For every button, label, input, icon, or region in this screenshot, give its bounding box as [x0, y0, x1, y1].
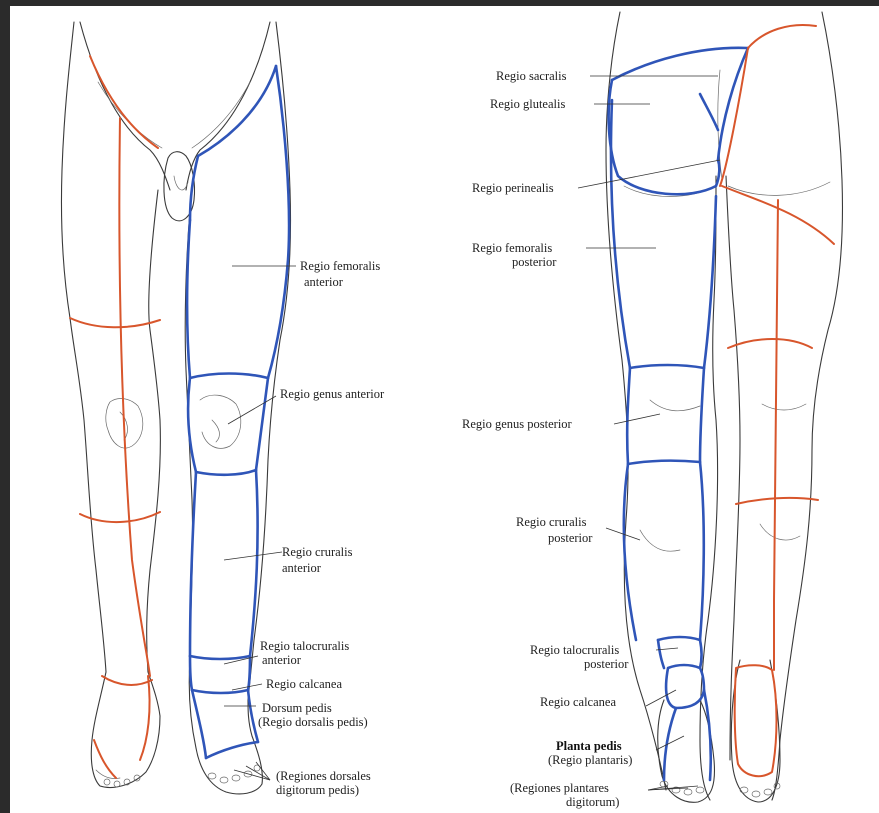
posterior-figure: Regio sacralis Regio glutealis Regio per…	[462, 12, 842, 809]
label-dorsum-pedis-1: Dorsum pedis	[262, 701, 332, 715]
label-talocruralis-posterior-1: Regio talocruralis	[530, 643, 619, 657]
label-digitorum-dorsales-1: (Regiones dorsales	[276, 769, 371, 783]
label-digitorum-plantares-2: digitorum)	[566, 795, 619, 809]
label-glutealis: Regio glutealis	[490, 97, 565, 111]
label-talocruralis-anterior-1: Regio talocruralis	[260, 639, 349, 653]
label-femoralis-posterior-2: posterior	[512, 255, 557, 269]
label-genus-posterior: Regio genus posterior	[462, 417, 573, 431]
label-cruralis-posterior-1: Regio cruralis	[516, 515, 587, 529]
label-talocruralis-anterior-2: anterior	[262, 653, 302, 667]
label-planta-pedis-1: Planta pedis	[556, 739, 622, 753]
posterior-red-lines	[720, 25, 834, 776]
label-calcanea-anterior: Regio calcanea	[266, 677, 342, 691]
label-cruralis-anterior-2: anterior	[282, 561, 322, 575]
label-femoralis-anterior-1: Regio femoralis	[300, 259, 380, 273]
label-femoralis-anterior-2: anterior	[304, 275, 344, 289]
label-digitorum-dorsales-2: digitorum pedis)	[276, 783, 359, 797]
label-calcanea-posterior: Regio calcanea	[540, 695, 616, 709]
posterior-leaders	[578, 76, 720, 790]
label-dorsum-pedis-2: (Regio dorsalis pedis)	[258, 715, 368, 729]
anterior-figure: Regio femoralis anterior Regio genus ant…	[61, 22, 384, 797]
posterior-outline	[606, 12, 842, 802]
label-cruralis-posterior-2: posterior	[548, 531, 593, 545]
label-sacralis: Regio sacralis	[496, 69, 567, 83]
label-cruralis-anterior-1: Regio cruralis	[282, 545, 353, 559]
label-perinealis: Regio perinealis	[472, 181, 554, 195]
label-planta-pedis-2: (Regio plantaris)	[548, 753, 632, 767]
label-femoralis-posterior-1: Regio femoralis	[472, 241, 552, 255]
label-genus-anterior: Regio genus anterior	[280, 387, 385, 401]
label-digitorum-plantares-1: (Regiones plantares	[510, 781, 609, 795]
label-talocruralis-posterior-2: posterior	[584, 657, 629, 671]
